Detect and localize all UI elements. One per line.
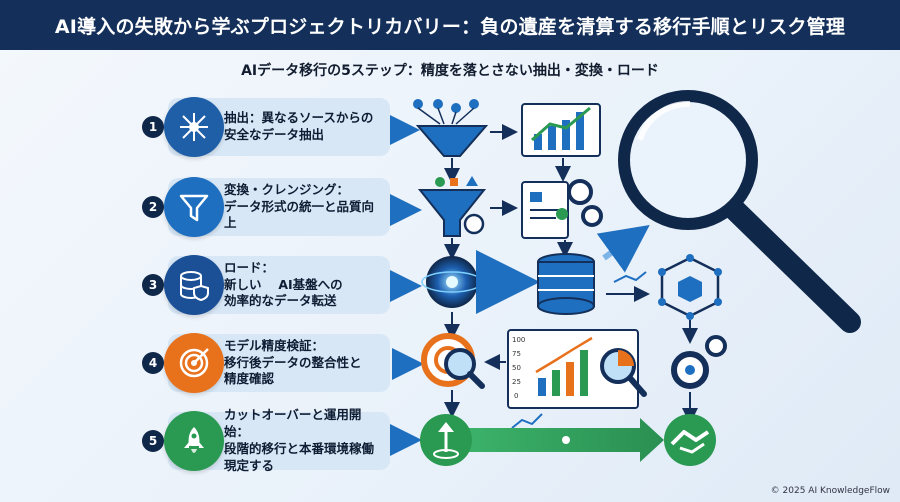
ai-core-orb-icon [421,256,483,308]
filter-funnel-icon [164,177,224,237]
step-label: ロード： 新しい AI基盤への 効率的なデータ転送 [224,259,343,309]
transform-funnel-icon [417,176,487,237]
document-gear-icon [521,179,603,239]
chart-tick-25: 25 [512,378,521,386]
network-cube-icon [658,254,722,320]
growth-chart-icon [521,103,601,157]
target-icon [164,333,224,393]
chart-tick-50: 50 [512,364,521,372]
network-hub-icon [164,97,224,157]
footer-credit: © 2025 AI KnowledgeFlow [770,486,890,496]
title-bar: AI導入の失敗から学ぶプロジェクトリカバリー：負の遺産を清算する移行手順とリスク… [0,0,900,50]
chart-tick-0: 0 [514,392,518,400]
step-number-badge: 1 [142,116,164,138]
subtitle: AIデータ移行の5ステップ：精度を落とさない抽出・変換・ロード [241,63,659,79]
step-label: カットオーバーと運用開始： 段階的移行と本番環境稼働 現定する [224,407,375,473]
step-number-badge: 3 [142,274,164,296]
extract-funnel-icon [413,99,489,157]
database-icon [537,253,595,315]
step-number-badge: 2 [142,196,164,218]
step-label: 変換・クレンジング： データ形式の統一と品質向上 [224,181,375,231]
chart-tick-100: 100 [512,336,525,344]
handshake-icon [664,414,716,466]
target-magnifier-icon [421,333,485,389]
accuracy-chart-icon: 100 75 50 25 0 [507,329,647,409]
magnifier-icon [618,90,861,333]
upload-launch-icon [420,414,472,466]
rocket-icon [164,411,224,471]
step-number-badge: 4 [142,352,164,374]
step-label: 抽出：異なるソースからの 安全なデータ抽出 [224,110,374,142]
step-label: モデル精度検証： 移行後データの整合性と 精度確認 [224,337,362,387]
chart-tick-75: 75 [512,350,521,358]
step-number-badge: 5 [142,430,164,452]
database-shield-icon [164,255,224,315]
page-title: AI導入の失敗から学ぶプロジェクトリカバリー：負の遺産を清算する移行手順とリスク… [54,15,846,38]
gear-cluster-icon [671,335,727,389]
